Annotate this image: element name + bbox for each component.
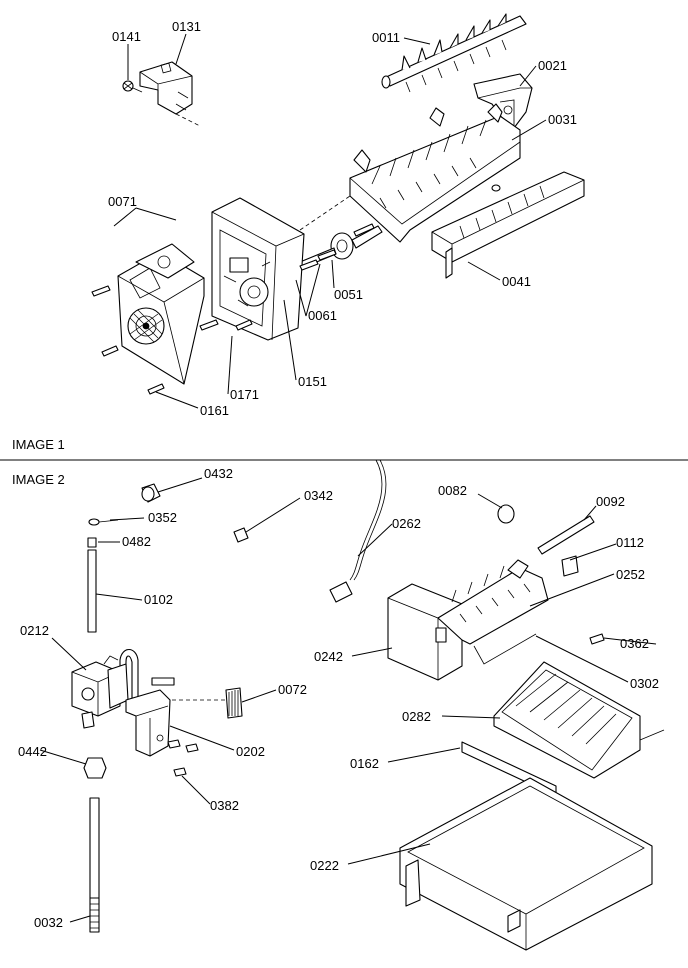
callout-0282: 0282 (402, 709, 431, 724)
part-0442-nut (83, 757, 107, 779)
part-0482-ferrule (87, 537, 97, 548)
callout-0102: 0102 (144, 592, 173, 607)
callout-0302: 0302 (630, 676, 659, 691)
callout-0242: 0242 (314, 649, 343, 664)
part-0151-plate (117, 243, 205, 385)
screws-image1 (91, 249, 337, 395)
callout-0222: 0222 (310, 858, 339, 873)
callout-0051: 0051 (334, 287, 363, 302)
callout-0131: 0131 (172, 19, 201, 34)
callouts-image1: 0141 0131 0011 0021 0031 0071 0051 0061 … (108, 19, 577, 418)
part-0242-icemaker (387, 559, 549, 681)
callout-0011: 0011 (372, 30, 400, 45)
callout-0262: 0262 (392, 516, 421, 531)
part-0072-filter (172, 687, 243, 719)
part-0102-tube (87, 549, 97, 633)
callout-0432: 0432 (204, 466, 233, 481)
section-title-image-1: IMAGE 1 (12, 437, 65, 452)
part-0071-housing (211, 197, 305, 341)
callout-0021: 0021 (538, 58, 567, 73)
callout-0112: 0112 (616, 535, 644, 550)
callout-0362: 0362 (620, 636, 649, 651)
part-0032-tube (89, 797, 100, 933)
part-0342-clip (233, 527, 249, 543)
section-title-image-2: IMAGE 2 (12, 472, 65, 487)
part-0092-shaft (537, 515, 595, 555)
callouts-image2: 0432 0352 0482 0342 0262 0082 0092 0112 … (18, 466, 659, 930)
callout-0151: 0151 (298, 374, 327, 389)
callout-0032: 0032 (34, 915, 63, 930)
part-0112-clip (561, 555, 579, 577)
callout-0442: 0442 (18, 744, 47, 759)
callout-0162: 0162 (350, 756, 379, 771)
part-0262-harness (329, 459, 387, 603)
callout-0161: 0161 (200, 403, 229, 418)
image-1-group: 0141 0131 0011 0021 0031 0071 0051 0061 … (12, 13, 585, 452)
leader-lines-image2 (39, 477, 657, 923)
part-0282-bin-cover (493, 661, 665, 779)
part-0212-valve (71, 648, 175, 729)
part-0131-bracket (139, 61, 201, 127)
callout-0072: 0072 (278, 682, 307, 697)
part-0362-screw (589, 633, 605, 645)
callout-0212: 0212 (20, 623, 49, 638)
part-0432-cap (141, 483, 161, 503)
part-0041-rail (431, 171, 585, 279)
callout-0082: 0082 (438, 483, 467, 498)
part-0382-screws (167, 739, 199, 777)
callout-0141: 0141 (112, 29, 141, 44)
part-0051-shaft (299, 223, 383, 269)
callout-0202: 0202 (236, 744, 265, 759)
callout-0482: 0482 (122, 534, 151, 549)
callout-0071: 0071 (108, 194, 137, 209)
image-2-group: IMAGE 2 (12, 459, 665, 951)
callout-0041: 0041 (502, 274, 531, 289)
part-0031-mold (299, 103, 521, 243)
part-0222-ice-bin (399, 777, 653, 951)
leader-lines-image1 (113, 33, 547, 409)
part-0082-plug (497, 504, 515, 524)
part-0352-clip (88, 518, 119, 526)
callout-0171: 0171 (230, 387, 259, 402)
callout-0382: 0382 (210, 798, 239, 813)
callout-0031: 0031 (548, 112, 577, 127)
callout-0061: 0061 (308, 308, 337, 323)
part-0202-bracket (125, 689, 171, 757)
callout-0252: 0252 (616, 567, 645, 582)
part-0011-ejector (381, 13, 527, 93)
callout-0342: 0342 (304, 488, 333, 503)
part-0141-screw (122, 80, 143, 93)
callout-0092: 0092 (596, 494, 625, 509)
callout-0352: 0352 (148, 510, 177, 525)
